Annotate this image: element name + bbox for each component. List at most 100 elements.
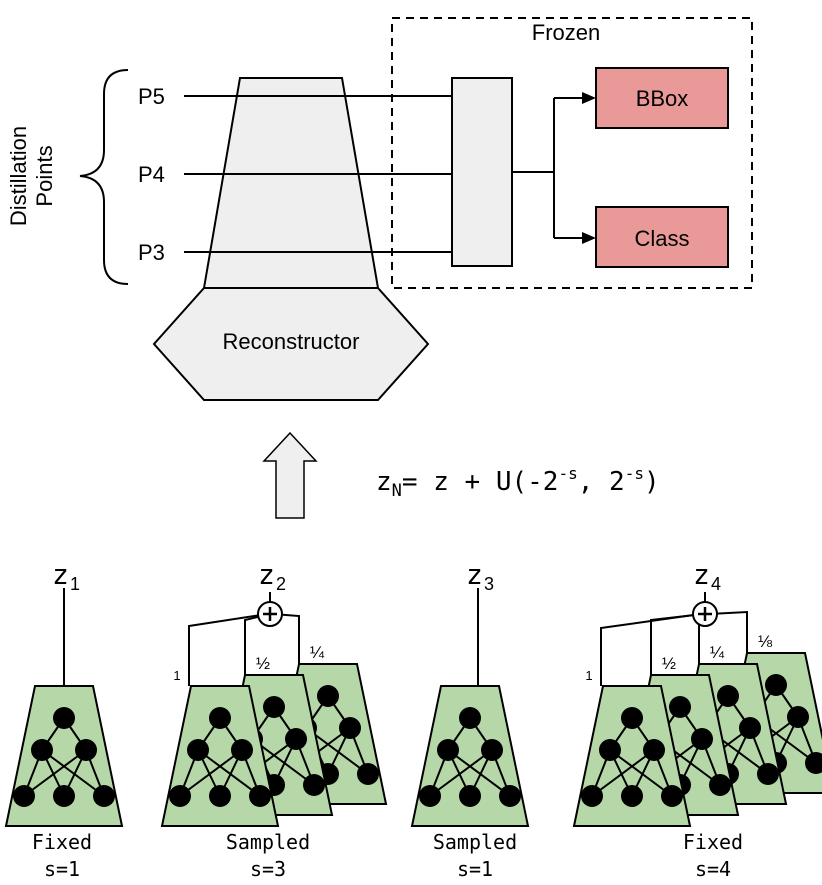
point-label-p5: P5 [138, 84, 165, 109]
network-node [691, 728, 713, 750]
network-node [661, 785, 683, 807]
network-node [459, 785, 481, 807]
network-node [339, 717, 361, 739]
network-node [169, 785, 191, 807]
encoder-copy [572, 685, 692, 827]
network-node [787, 706, 809, 728]
z-subscript: 3 [484, 574, 494, 594]
network-node [717, 685, 739, 707]
network-node [13, 785, 35, 807]
network-edge [447, 749, 511, 797]
weight-label: ¼ [310, 643, 325, 662]
noise-formula: zN= z + U(-2-s, 2-s) [376, 464, 660, 501]
encoder-copy [160, 685, 280, 827]
weight-label: 1 [585, 668, 592, 683]
encoder-mode-label: Sampled [433, 830, 517, 854]
network-node [263, 696, 285, 718]
network-node [231, 739, 253, 761]
weight-label: ½ [662, 654, 676, 673]
encoder-trapezoid [4, 685, 124, 827]
network-node [621, 707, 643, 729]
up-arrow [262, 431, 318, 519]
z-label: z [258, 558, 275, 591]
point-label-p3: P3 [138, 240, 165, 265]
network-edge [197, 749, 261, 797]
network-node [53, 707, 75, 729]
weight-label: ⅛ [758, 632, 773, 651]
bbox-head [595, 67, 729, 129]
distillation-label-line2: Points [32, 145, 57, 206]
encoder-mode-label: Fixed [32, 830, 92, 854]
encoder-trapezoid [572, 685, 692, 827]
encoder-scale-label: s=1 [457, 857, 493, 881]
decoder-trapezoid [202, 77, 380, 289]
z-subscript: 1 [70, 574, 80, 594]
network-node [209, 785, 231, 807]
network-node [459, 707, 481, 729]
network-node [317, 685, 339, 707]
weight-wire [709, 610, 748, 653]
network-node [643, 739, 665, 761]
network-edge [609, 749, 673, 797]
z-label: z [466, 558, 483, 591]
class-head [595, 206, 729, 268]
network-node [419, 785, 441, 807]
encoder-trapezoid [160, 685, 280, 827]
network-node [621, 785, 643, 807]
encoder-mode-label: Fixed [683, 830, 743, 854]
weight-label: ¼ [710, 643, 725, 662]
network-node [249, 785, 271, 807]
z-label: z [52, 558, 69, 591]
weight-wire [650, 613, 704, 675]
network-node [757, 763, 779, 785]
point-label-p4: P4 [138, 162, 165, 187]
network-node [581, 785, 603, 807]
network-node [765, 674, 787, 696]
weight-label: 1 [173, 668, 180, 683]
encoder-scale-label: s=4 [695, 857, 731, 881]
network-node [739, 717, 761, 739]
network-node [481, 739, 503, 761]
network-node [53, 785, 75, 807]
network-node [209, 707, 231, 729]
distillation-label-line1: Distillation [6, 126, 31, 226]
bbox-arrowhead [582, 92, 596, 104]
network-node [499, 785, 521, 807]
distillation-brace [79, 69, 129, 285]
network-node [31, 739, 53, 761]
network-node [669, 696, 691, 718]
weight-label: ½ [256, 654, 270, 673]
network-edge [429, 749, 493, 797]
frozen-neck-box [451, 77, 513, 267]
network-node [75, 739, 97, 761]
class-head-label: Class [634, 226, 689, 251]
reconstructor-label: Reconstructor [223, 329, 360, 354]
encoder-scale-label: s=1 [44, 857, 80, 881]
weight-wire [188, 613, 268, 686]
encoder-copy [4, 685, 124, 827]
z-subscript: 4 [711, 574, 721, 594]
network-node [285, 728, 307, 750]
z-subscript: 2 [276, 574, 286, 594]
encoder-copy [410, 685, 530, 827]
network-node [357, 763, 379, 785]
frozen-region [391, 17, 753, 289]
network-edge [41, 749, 105, 797]
network-edge [591, 749, 655, 797]
reconstructor-hexagon [152, 287, 430, 401]
encoder-trapezoid [410, 685, 530, 827]
frozen-label: Frozen [532, 20, 600, 45]
network-node [93, 785, 115, 807]
bbox-head-label: BBox [636, 86, 689, 111]
network-edge [23, 749, 87, 797]
network-node [599, 739, 621, 761]
network-edge [179, 749, 243, 797]
network-node [805, 752, 822, 774]
network-node [709, 774, 731, 796]
